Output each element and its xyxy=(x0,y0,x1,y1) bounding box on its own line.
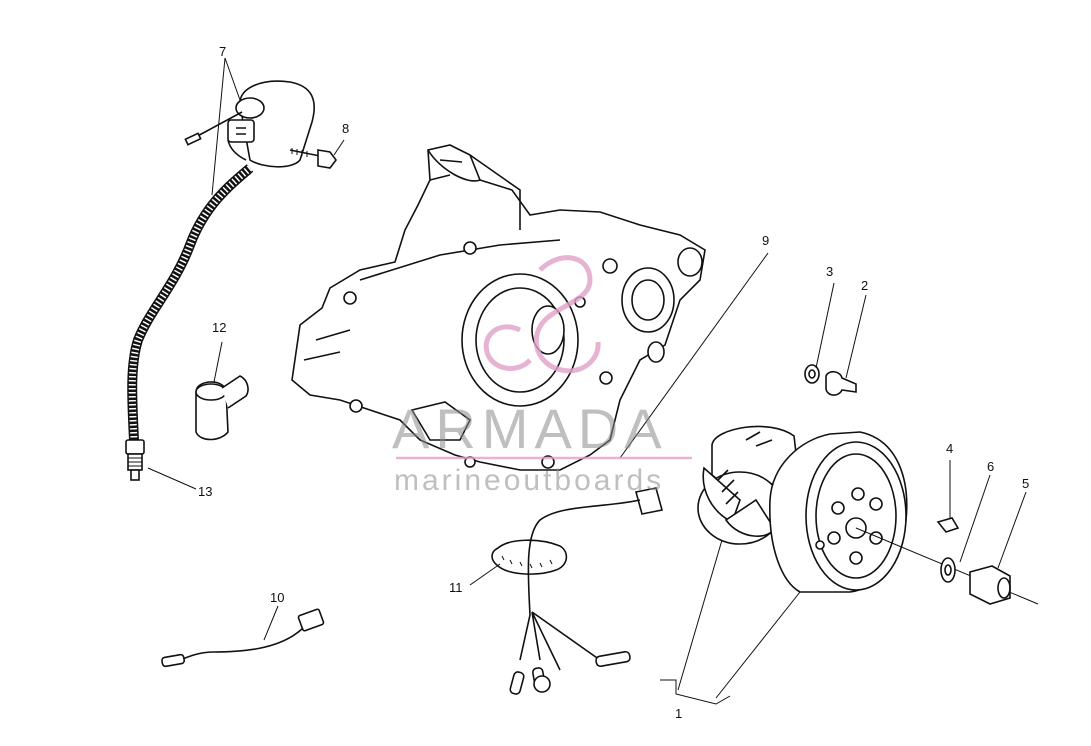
stator-screw xyxy=(804,364,857,396)
watermark-brand: ARMADA xyxy=(392,397,668,460)
callout-3: 3 xyxy=(826,264,833,279)
watermark: ARMADA marineoutboards xyxy=(392,255,692,497)
watermark-tagline: marineoutboards xyxy=(394,464,664,497)
flywheel xyxy=(769,431,908,593)
ignition-coil xyxy=(184,80,315,168)
shaft-fasteners xyxy=(855,517,1039,605)
callout-6: 6 xyxy=(987,459,994,474)
coil-bolt xyxy=(289,148,337,169)
callouts: 7 8 12 13 10 11 9 3 2 4 6 5 1 xyxy=(198,44,1029,721)
callout-7: 7 xyxy=(219,44,226,59)
callout-9: 9 xyxy=(762,233,769,248)
watermark-logo-swirl xyxy=(483,255,601,374)
plug-boot xyxy=(195,375,249,441)
spark-plug-cap xyxy=(125,439,145,481)
stator xyxy=(697,425,799,545)
callout-13: 13 xyxy=(198,484,212,499)
pickup-lead xyxy=(161,608,325,668)
callout-8: 8 xyxy=(342,121,349,136)
callout-12: 12 xyxy=(212,320,226,335)
callout-2: 2 xyxy=(861,278,868,293)
stator-wiring xyxy=(491,487,663,695)
callout-4: 4 xyxy=(946,441,953,456)
callout-11: 11 xyxy=(449,580,463,595)
washer xyxy=(940,557,956,583)
callout-5: 5 xyxy=(1022,476,1029,491)
leader-lines xyxy=(147,57,1027,705)
callout-1: 1 xyxy=(675,706,682,721)
ht-lead xyxy=(127,164,254,441)
callout-10: 10 xyxy=(270,590,284,605)
woodruff-key xyxy=(936,517,960,533)
crankcase xyxy=(291,144,706,471)
